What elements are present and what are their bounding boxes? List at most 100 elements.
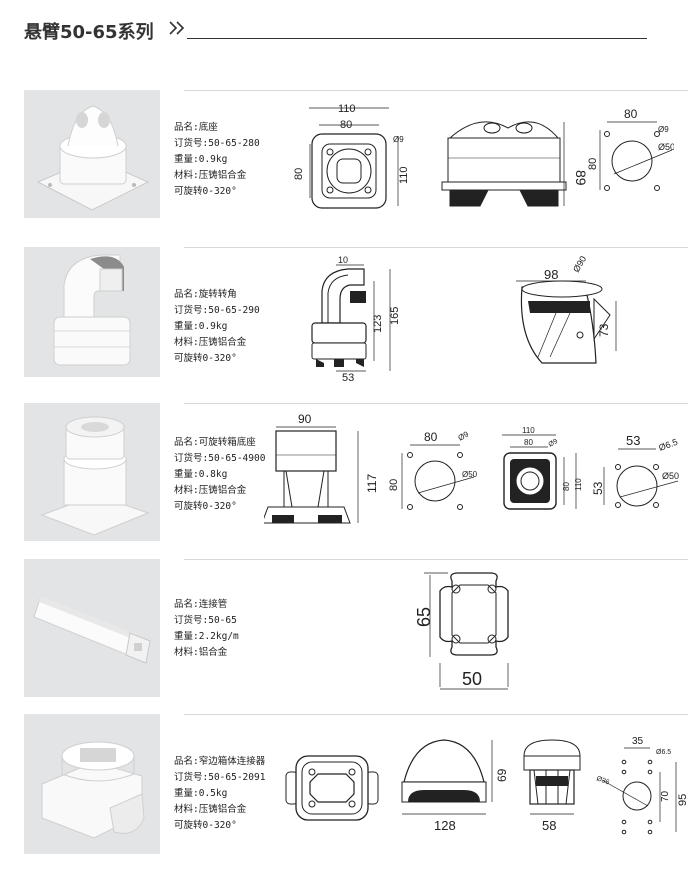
row-divider — [184, 90, 688, 91]
dim-label: 80 — [524, 438, 533, 447]
material: 材料:压铸铝合金 — [174, 804, 247, 815]
dim-label: 80 — [424, 430, 438, 444]
cross-section-drawing: 65 50 — [414, 572, 509, 690]
technical-drawings: 90 117 80 Ø9 80 Ø50 110 80 — [264, 412, 679, 524]
technical-drawings: 69 128 58 35 Ø6.5 Ø36 70 9 — [285, 736, 689, 835]
order-number: 订货号:50-65-2091 — [174, 772, 266, 783]
dim-label: 123 — [372, 315, 384, 333]
page-title: 悬臂50-65系列 — [24, 22, 154, 43]
material: 材料:压铸铝合金 — [174, 337, 247, 348]
dim-label: 53 — [342, 372, 354, 384]
dim-label: Ø9 — [393, 135, 404, 144]
dim-label: 80 — [388, 479, 400, 491]
weight: 重量:0.5kg — [174, 788, 228, 799]
material: 材料:压铸铝合金 — [174, 170, 247, 181]
weight: 重量:0.9kg — [174, 321, 228, 332]
top-view-drawing: 110 80 Ø9 80 110 — [293, 103, 410, 209]
product-row-base: 品名:底座 订货号:50-65-280 重量:0.9kg 材料:压铸铝合金 可旋… — [24, 90, 688, 218]
dim-label: 90 — [298, 412, 312, 426]
technical-drawings: 110 80 Ø9 80 110 89 — [293, 103, 674, 209]
spec-list: 品名:底座 订货号:50-65-280 重量:0.9kg 材料:压铸铝合金 可旋… — [174, 120, 260, 200]
dim-label: 69 — [495, 768, 509, 782]
rotation-range: 可旋转0-320° — [174, 353, 237, 364]
technical-drawings: 65 50 — [414, 572, 509, 690]
top-view-drawing — [285, 755, 379, 821]
spec-list: 品名:可旋转箱底座 订货号:50-65-4900 重量:0.8kg 材料:压铸铝… — [174, 435, 265, 515]
dim-label: Ø36 — [595, 775, 610, 786]
dim-label: 73 — [597, 323, 611, 337]
dim-label: Ø6.5 — [656, 749, 671, 756]
dim-label: 80 — [624, 107, 638, 121]
dim-label: 10 — [338, 255, 348, 265]
row-divider — [184, 403, 688, 404]
weight: 重量:2.2kg/m — [174, 631, 239, 642]
dim-label: 80 — [293, 168, 305, 180]
product-photo — [24, 403, 160, 541]
dim-label: 95 — [677, 794, 689, 806]
weight: 重量:0.9kg — [174, 154, 228, 165]
side-view-drawing: 90 117 — [264, 412, 379, 524]
hole-pattern-drawing-2: 53 Ø6.5 53 Ø50 — [591, 433, 679, 508]
dim-label: 65 — [414, 607, 434, 627]
product-name: 品名:窄边箱体连接器 — [174, 756, 266, 767]
side-view-drawing: 89 — [441, 121, 589, 207]
product-name: 品名:底座 — [174, 122, 218, 133]
dim-label: 110 — [338, 103, 356, 115]
spec-list: 品名:连接管 订货号:50-65 重量:2.2kg/m 材料:铝合金 — [174, 597, 239, 661]
dim-label: 128 — [434, 818, 456, 833]
dim-label: 35 — [632, 736, 644, 747]
dim-label: 50 — [462, 669, 482, 689]
dim-label: Ø50 — [658, 142, 674, 152]
product-row-rotary-corner: 品名:旋转转角 订货号:50-65-290 重量:0.9kg 材料:压铸铝合金 … — [24, 247, 688, 384]
product-photo — [24, 247, 160, 377]
dim-label: 98 — [544, 267, 558, 282]
material: 材料:铝合金 — [174, 647, 228, 658]
product-name: 品名:可旋转箱底座 — [174, 437, 256, 448]
row-divider — [184, 247, 688, 248]
dim-label: Ø9 — [548, 438, 560, 449]
dim-label: 53 — [591, 481, 605, 495]
spec-list: 品名:旋转转角 订货号:50-65-290 重量:0.9kg 材料:压铸铝合金 … — [174, 287, 260, 367]
dim-label: 110 — [574, 478, 583, 491]
technical-drawings: 10 123 165 53 98 Ø90 — [311, 254, 617, 384]
rotation-range: 可旋转0-320° — [174, 501, 237, 512]
spec-list: 品名:窄边箱体连接器 订货号:50-65-2091 重量:0.5kg 材料:压铸… — [174, 754, 265, 834]
product-row-narrow-box-connector: 品名:窄边箱体连接器 订货号:50-65-2091 重量:0.5kg 材料:压铸… — [24, 714, 689, 854]
rotation-range: 可旋转0-320° — [174, 820, 237, 831]
front-view-drawing: 69 128 — [401, 739, 509, 833]
dim-label: 53 — [626, 433, 640, 448]
dim-label: 165 — [389, 307, 401, 325]
dim-label: Ø50 — [662, 471, 679, 481]
product-photo — [24, 90, 160, 218]
top-view-drawing: 110 80 Ø9 80 110 — [502, 426, 583, 510]
product-photo — [24, 714, 160, 854]
order-number: 订货号:50-65-280 — [174, 138, 260, 149]
row-divider — [184, 714, 688, 715]
double-chevron-right-icon — [169, 21, 185, 35]
dim-label: 89 — [573, 170, 589, 186]
dim-label: 110 — [398, 166, 410, 184]
dim-label: 58 — [542, 818, 556, 833]
order-number: 订货号:50-65 — [174, 615, 237, 626]
product-row-connecting-tube: 品名:连接管 订货号:50-65 重量:2.2kg/m 材料:铝合金 65 50 — [24, 559, 688, 697]
dim-label: 70 — [660, 790, 671, 802]
title-rule — [187, 38, 647, 39]
product-name: 品名:旋转转角 — [174, 289, 237, 300]
front-view-drawing: 98 Ø90 73 — [516, 254, 617, 364]
side-view-drawing: 58 — [523, 739, 581, 833]
hole-pattern-drawing: 80 Ø9 80 Ø50 — [388, 429, 478, 510]
dim-label: Ø9 — [658, 125, 669, 134]
dim-label: 80 — [340, 119, 352, 131]
hole-pattern-drawing: 80 80 Ø9 Ø50 — [587, 107, 674, 191]
hole-pattern-drawing: 35 Ø6.5 Ø36 70 95 — [595, 736, 689, 835]
dim-label: Ø50 — [462, 470, 478, 479]
dim-label: 80 — [587, 158, 599, 170]
dim-label: 80 — [562, 482, 571, 491]
rotation-range: 可旋转0-320° — [174, 186, 237, 197]
product-name: 品名:连接管 — [174, 599, 228, 610]
row-divider — [184, 559, 688, 560]
order-number: 订货号:50-65-4900 — [174, 453, 266, 464]
product-row-rotatable-box-base: 品名:可旋转箱底座 订货号:50-65-4900 重量:0.8kg 材料:压铸铝… — [24, 403, 688, 541]
dim-label: Ø6.5 — [657, 437, 679, 453]
material: 材料:压铸铝合金 — [174, 485, 247, 496]
